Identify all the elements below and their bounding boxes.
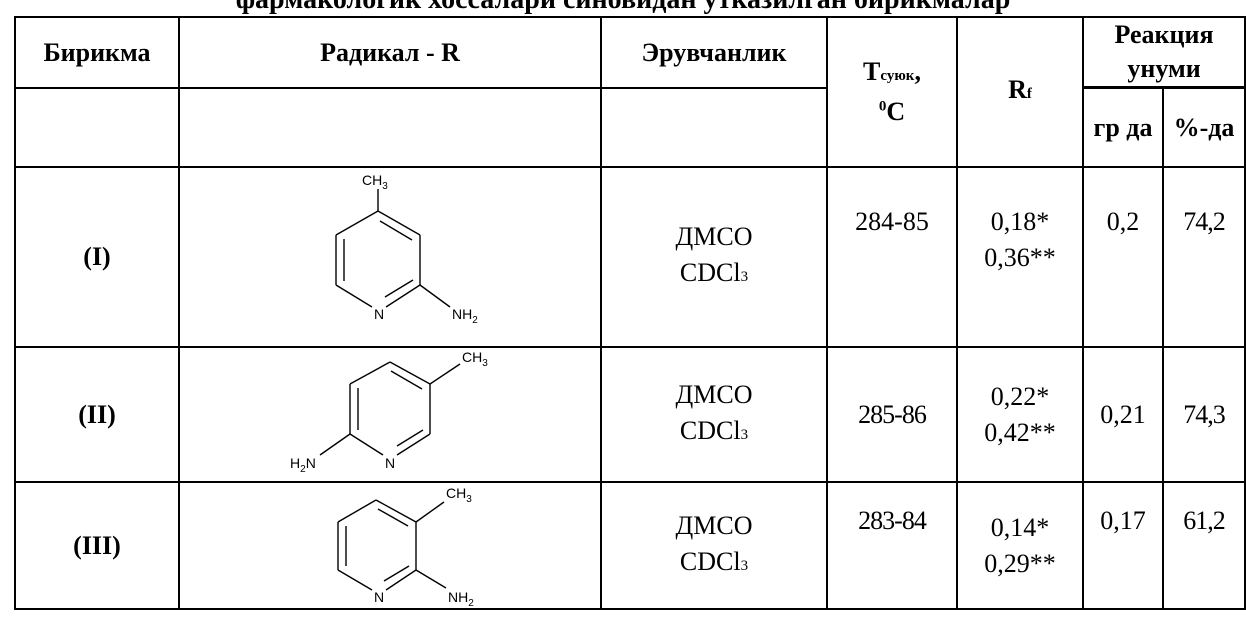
pyridine-structure-icon: CH3 N H2N (290, 350, 488, 475)
header-empty-radical (178, 87, 602, 168)
svg-text:CH3: CH3 (462, 350, 488, 369)
melting-point-cell: 283-84 (826, 481, 958, 610)
table-row: (II) CH3 N H2N ДМСО CDCl3 2 (14, 346, 1246, 483)
compound-label: (III) (14, 481, 180, 610)
pyridine-structure-icon: CH3 N NH2 (337, 485, 474, 608)
compounds-table: Бирикма Радикал - R Эрувчанлик Tсуюк, 0C… (14, 16, 1246, 610)
svg-text:N: N (385, 455, 395, 471)
compound-label: (I) (14, 166, 180, 348)
header-percent: %-да (1161, 87, 1246, 168)
solvent-cell: ДМСО CDCl3 (600, 481, 828, 610)
yield-percent-cell: 74,3 (1161, 346, 1246, 483)
rf-cell: 0,22* 0,42** (956, 346, 1084, 483)
table-row: (I) CH3 N NH2 ДМСО CDCl3 28 (14, 166, 1246, 348)
table-row: (III) CH3 N NH2 ДМСО CDCl3 (14, 481, 1246, 610)
header-empty-compound (14, 87, 180, 168)
svg-text:CH3: CH3 (446, 485, 472, 505)
svg-text:NH2: NH2 (448, 589, 474, 608)
rf-cell: 0,18* 0,36** (956, 166, 1084, 348)
radical-structure-cell: CH3 N NH2 (178, 166, 602, 348)
radical-structure-cell: CH3 N H2N (178, 346, 602, 483)
melting-point-cell: 285-86 (826, 346, 958, 483)
header-melting-point: Tсуюк, 0C (826, 16, 958, 168)
svg-text:N: N (374, 589, 384, 605)
header-solvent: Эрувчанлик (600, 16, 828, 89)
svg-text:CH3: CH3 (362, 172, 388, 192)
yield-gram-cell: 0,2 (1082, 166, 1164, 348)
header-gram: гр да (1082, 87, 1164, 168)
header-yield: Реакция унуми (1081, 16, 1246, 88)
header-compound: Бирикма (14, 16, 180, 89)
radical-structure-cell: CH3 N NH2 (178, 481, 602, 610)
svg-text:N: N (374, 306, 384, 322)
header-empty-solvent (600, 87, 828, 168)
solvent-cell: ДМСО CDCl3 (600, 346, 828, 483)
yield-gram-cell: 0,17 (1082, 481, 1164, 610)
svg-text:NH2: NH2 (452, 306, 478, 326)
header-radical: Радикал - R (178, 16, 602, 89)
rf-cell: 0,14* 0,29** (956, 481, 1084, 610)
yield-percent-cell: 74,2 (1161, 166, 1246, 348)
compound-label: (II) (14, 346, 180, 483)
solvent-cell: ДМСО CDCl3 (600, 166, 828, 348)
melting-point-cell: 284-85 (826, 166, 958, 348)
page-title: фармакологик хоссалари синовидан ўтказил… (0, 0, 1246, 16)
pyridine-structure-icon: CH3 N NH2 (335, 172, 478, 326)
yield-gram-cell: 0,21 (1082, 346, 1164, 483)
header-rf: Rf (956, 16, 1084, 168)
yield-percent-cell: 61,2 (1161, 481, 1246, 610)
svg-text:H2N: H2N (290, 455, 316, 475)
